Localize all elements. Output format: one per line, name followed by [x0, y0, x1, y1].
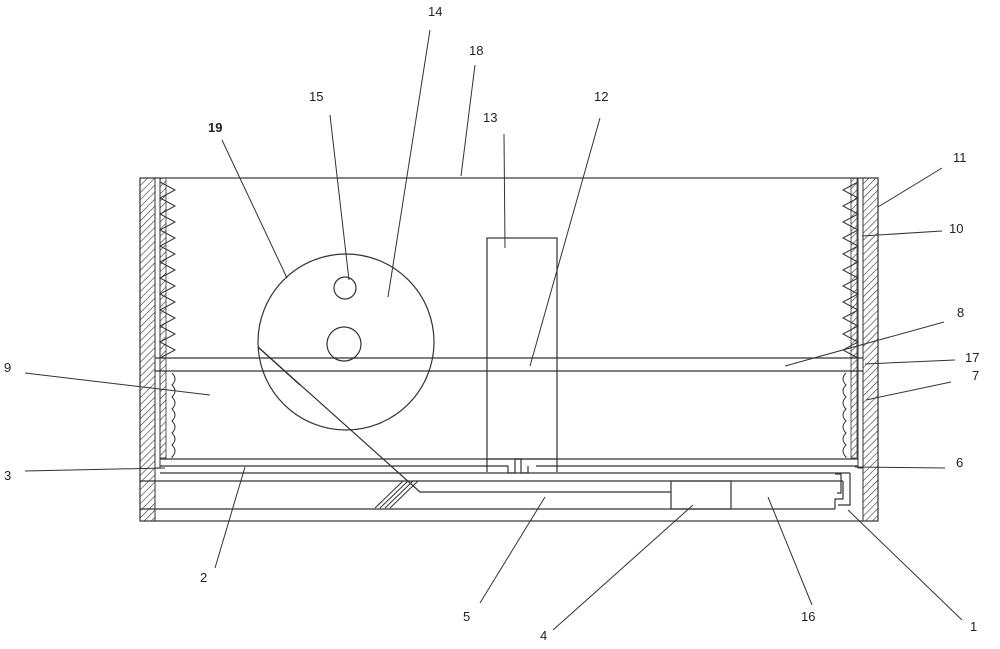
left-spring — [171, 372, 176, 458]
label-2: 2 — [200, 570, 207, 585]
label-5: 5 — [463, 609, 470, 624]
label-8: 8 — [957, 305, 964, 320]
label-7: 7 — [972, 368, 979, 383]
label-13: 13 — [483, 110, 497, 125]
label-1: 1 — [970, 619, 977, 634]
label-18: 18 — [469, 43, 483, 58]
left-wall — [139, 177, 156, 522]
large-hole — [326, 326, 362, 362]
housing — [139, 177, 879, 522]
lifting-plate — [155, 357, 863, 372]
column-13 — [486, 237, 558, 460]
pipe — [257, 346, 671, 493]
left-teeth — [158, 181, 177, 359]
right-spring — [842, 372, 847, 458]
label-9: 9 — [4, 360, 11, 375]
label-15: 15 — [309, 89, 323, 104]
label-12: 12 — [594, 89, 608, 104]
wheel — [257, 253, 435, 431]
label-17: 17 — [965, 350, 979, 365]
ratchet-teeth — [158, 181, 860, 359]
label-11: 11 — [953, 150, 967, 165]
control-box — [670, 480, 732, 510]
right-wall — [862, 177, 879, 522]
label-4: 4 — [540, 628, 547, 643]
hatched-joint — [374, 480, 419, 509]
base-channels — [140, 458, 858, 510]
label-10: 10 — [949, 221, 963, 236]
label-14: 14 — [428, 4, 442, 19]
label-19: 19 — [208, 120, 222, 135]
label-3: 3 — [4, 468, 11, 483]
label-16: 16 — [801, 609, 815, 624]
right-teeth — [841, 181, 860, 359]
label-6: 6 — [956, 455, 963, 470]
leader-lines — [24, 29, 963, 631]
small-hole — [333, 276, 357, 300]
